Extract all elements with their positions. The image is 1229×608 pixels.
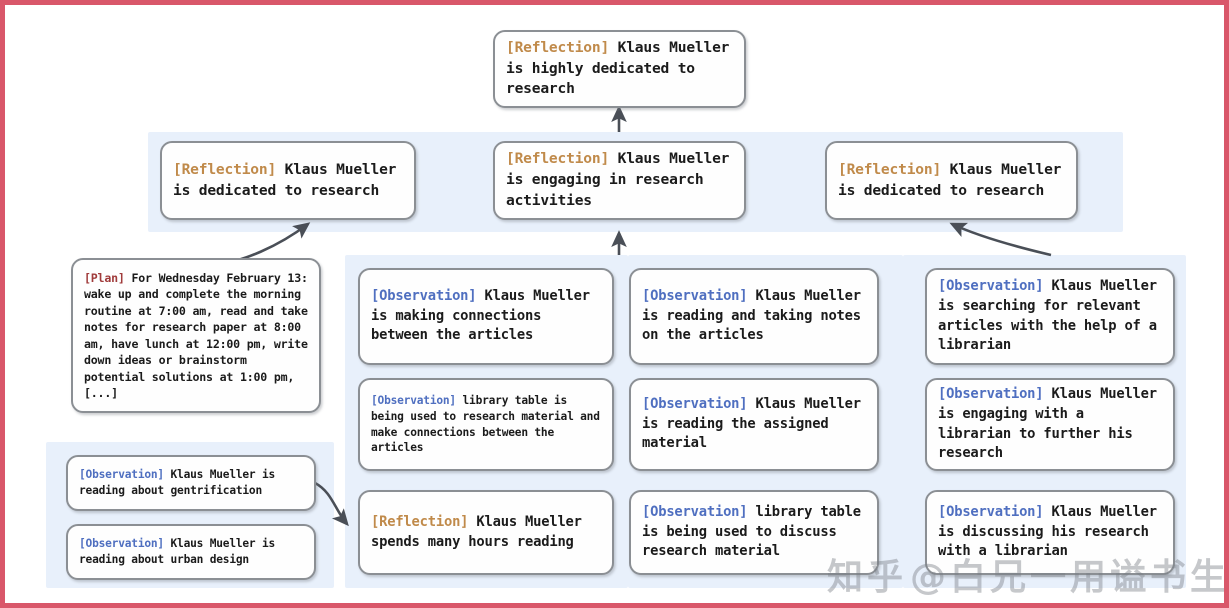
node-tag-observation: [Observation] <box>371 288 477 305</box>
node-text: [Plan] For Wednesday February 13: wake u… <box>84 270 308 402</box>
node-body: Klaus Mueller is highly dedicated to res… <box>506 38 738 98</box>
node-observation-right-2[interactable]: [Observation] Klaus Mueller is engaging … <box>925 378 1175 471</box>
node-root-reflection[interactable]: [Reflection] Klaus Mueller is highly ded… <box>493 30 746 108</box>
node-text: [Reflection] Klaus Mueller is dedicated … <box>838 160 1065 201</box>
node-observation-midleft-2[interactable]: [Observation] library table is being use… <box>358 378 614 471</box>
node-body: Klaus Mueller is dedicated to research <box>838 160 1070 199</box>
node-body: Klaus Mueller is reading about gentrific… <box>79 468 282 497</box>
node-text: [Observation] Klaus Mueller is reading a… <box>79 467 303 499</box>
node-tag-reflection: [Reflection] <box>173 160 277 178</box>
node-tag-reflection: [Reflection] <box>506 38 610 56</box>
node-reflection-left[interactable]: [Reflection] Klaus Mueller is dedicated … <box>160 141 416 220</box>
node-body: Klaus Mueller is engaging in research ac… <box>506 150 738 209</box>
node-body: Klaus Mueller is searching for relevant … <box>938 278 1165 354</box>
node-reflection-midleft-3[interactable]: [Reflection] Klaus Mueller spends many h… <box>358 490 614 575</box>
node-text: [Reflection] Klaus Mueller is highly ded… <box>506 38 733 100</box>
node-tag-observation: [Observation] <box>79 468 164 482</box>
node-body: Klaus Mueller is making connections betw… <box>371 288 598 344</box>
node-reflection-middle[interactable]: [Reflection] Klaus Mueller is engaging i… <box>493 141 746 220</box>
node-observation-midright-1[interactable]: [Observation] Klaus Mueller is reading a… <box>629 268 879 365</box>
node-observation-right-3[interactable]: [Observation] Klaus Mueller is discussin… <box>925 490 1175 575</box>
node-body: library table is being used to research … <box>371 393 607 455</box>
node-tag-observation: [Observation] <box>79 537 164 551</box>
node-plan[interactable]: [Plan] For Wednesday February 13: wake u… <box>71 258 321 413</box>
node-tag-observation: [Observation] <box>642 396 748 413</box>
node-tag-plan: [Plan] <box>84 271 125 285</box>
node-body: library table is being used to discuss r… <box>642 504 869 560</box>
node-text: [Observation] library table is being use… <box>371 393 601 457</box>
node-body: Klaus Mueller is engaging with a librari… <box>938 386 1165 462</box>
node-tag-observation: [Observation] <box>938 386 1044 403</box>
node-text: [Observation] Klaus Mueller is discussin… <box>938 503 1162 562</box>
node-text: [Observation] Klaus Mueller is engaging … <box>938 385 1162 463</box>
node-observation-right-1[interactable]: [Observation] Klaus Mueller is searching… <box>925 268 1175 365</box>
node-tag-reflection: [Reflection] <box>506 150 610 168</box>
node-tag-observation: [Observation] <box>938 278 1044 295</box>
node-body: Klaus Mueller is discussing his research… <box>938 504 1165 560</box>
node-text: [Reflection] Klaus Mueller is engaging i… <box>506 149 733 211</box>
node-tag-observation: [Observation] <box>642 504 748 521</box>
node-body: Klaus Mueller spends many hours reading <box>371 513 590 550</box>
node-text: [Observation] library table is being use… <box>642 503 866 562</box>
node-body: Klaus Mueller is dedicated to research <box>173 160 405 199</box>
node-text: [Observation] Klaus Mueller is reading a… <box>79 536 303 568</box>
node-observation-left-1[interactable]: [Observation] Klaus Mueller is reading a… <box>66 455 316 511</box>
node-reflection-right[interactable]: [Reflection] Klaus Mueller is dedicated … <box>825 141 1078 220</box>
node-tag-reflection: [Reflection] <box>838 160 942 178</box>
node-text: [Observation] Klaus Mueller is searching… <box>938 277 1162 355</box>
node-observation-midright-3[interactable]: [Observation] library table is being use… <box>629 490 879 575</box>
node-body: Klaus Mueller is reading the assigned ma… <box>642 396 869 452</box>
node-body: Klaus Mueller is reading and taking note… <box>642 288 869 344</box>
node-text: [Observation] Klaus Mueller is making co… <box>371 287 601 346</box>
node-body: Klaus Mueller is reading about urban des… <box>79 537 282 566</box>
node-tag-reflection: [Reflection] <box>371 513 469 530</box>
node-body: For Wednesday February 13: wake up and c… <box>84 271 315 401</box>
node-observation-midright-2[interactable]: [Observation] Klaus Mueller is reading t… <box>629 378 879 471</box>
node-observation-midleft-1[interactable]: [Observation] Klaus Mueller is making co… <box>358 268 614 365</box>
node-observation-left-2[interactable]: [Observation] Klaus Mueller is reading a… <box>66 524 316 580</box>
node-text: [Reflection] Klaus Mueller is dedicated … <box>173 160 403 201</box>
node-text: [Observation] Klaus Mueller is reading a… <box>642 287 866 346</box>
node-text: [Reflection] Klaus Mueller spends many h… <box>371 513 601 552</box>
node-tag-observation: [Observation] <box>371 393 456 407</box>
node-text: [Observation] Klaus Mueller is reading t… <box>642 395 866 454</box>
node-tag-observation: [Observation] <box>938 504 1044 521</box>
node-tag-observation: [Observation] <box>642 288 748 305</box>
